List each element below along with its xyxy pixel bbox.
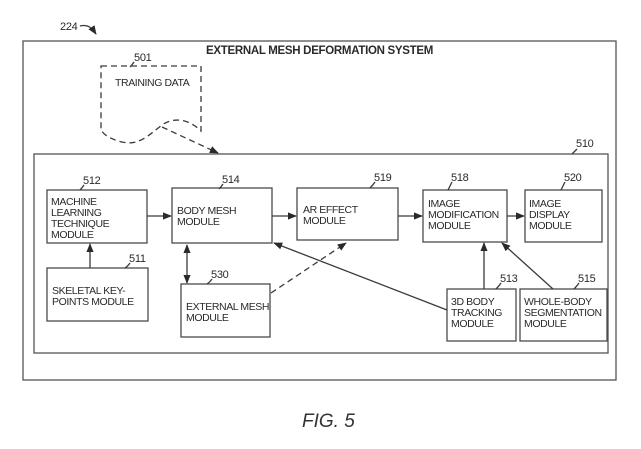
container-ref: 510 — [576, 138, 594, 150]
system-ref-arrow — [79, 24, 97, 35]
system-title: EXTERNAL MESH DEFORMATION SYSTEM — [206, 45, 433, 57]
module-label-line: MODULE — [51, 229, 94, 241]
module-label-line: TECHNIQUE — [51, 218, 110, 230]
module-519-ar-effect: 519 AR EFFECT MODULE — [296, 172, 399, 241]
module-label-line: MACHINE — [51, 196, 97, 208]
module-label-line: MODULE — [529, 220, 572, 232]
module-label-line: BODY MESH — [177, 205, 236, 217]
module-label-line: IMAGE — [529, 198, 561, 210]
arrow-515-to-518 — [501, 242, 554, 290]
module-515-whole-body-segmentation: 515 WHOLE-BODY SEGMENTATION MODULE — [519, 273, 608, 342]
training-data-arrow — [161, 126, 219, 154]
module-ref: 512 — [83, 175, 101, 187]
module-label-line: MODULE — [186, 312, 229, 324]
module-511-skeletal-keypoints: 511 SKELETAL KEY- POINTS MODULE — [46, 253, 149, 322]
module-label-line: DISPLAY — [529, 209, 570, 221]
module-518-image-modification: 518 IMAGE MODIFICATION MODULE — [422, 172, 508, 243]
module-ref: 519 — [374, 172, 392, 184]
module-ref: 530 — [211, 269, 229, 281]
module-label-line: MODULE — [524, 318, 567, 330]
training-data-ref: 501 — [134, 52, 152, 64]
module-512-machine-learning: 512 MACHINE LEARNING TECHNIQUE MODULE — [46, 175, 148, 244]
arrow-513-to-514 — [273, 242, 448, 311]
system-frame — [22, 40, 617, 381]
module-label-line: MODULE — [451, 318, 494, 330]
module-520-image-display: 520 IMAGE DISPLAY MODULE — [524, 172, 603, 243]
module-513-3d-body-tracking: 513 3D BODY TRACKING MODULE — [446, 273, 518, 342]
module-530-external-mesh: 530 EXTERNAL MESH MODULE — [180, 269, 271, 338]
module-label-line: SKELETAL KEY- — [52, 285, 126, 297]
module-label-line: MODULE — [177, 216, 220, 228]
training-data-label: TRAINING DATA — [115, 77, 190, 89]
training-data-leader — [129, 61, 135, 68]
module-label-line: LEARNING — [51, 207, 102, 219]
module-label-line: EXTERNAL MESH — [186, 301, 269, 313]
arrow-530-to-519-dashed — [270, 242, 347, 294]
module-label-line: WHOLE-BODY — [524, 296, 592, 308]
module-label-line: IMAGE — [428, 198, 460, 210]
module-514-body-mesh: 514 BODY MESH MODULE — [171, 174, 273, 244]
module-label-line: TRACKING — [451, 307, 502, 319]
figure-caption: FIG. 5 — [302, 411, 355, 432]
module-ref: 518 — [451, 172, 469, 184]
module-container — [33, 153, 609, 354]
module-ref: 511 — [129, 253, 146, 265]
module-label-line: AR EFFECT — [303, 204, 359, 216]
module-label-line: MODULE — [428, 220, 471, 232]
container-leader — [571, 148, 578, 155]
system-ref-label: 224 — [60, 21, 78, 33]
module-label-line: POINTS MODULE — [52, 296, 134, 308]
module-ref: 514 — [222, 174, 240, 186]
module-label-line: MODIFICATION — [428, 209, 499, 221]
module-ref: 520 — [564, 172, 582, 184]
module-ref: 513 — [500, 273, 518, 285]
module-label-line: MODULE — [303, 215, 346, 227]
module-label-line: SEGMENTATION — [524, 307, 602, 319]
module-label-line: 3D BODY — [451, 296, 495, 308]
module-ref: 515 — [578, 273, 596, 285]
